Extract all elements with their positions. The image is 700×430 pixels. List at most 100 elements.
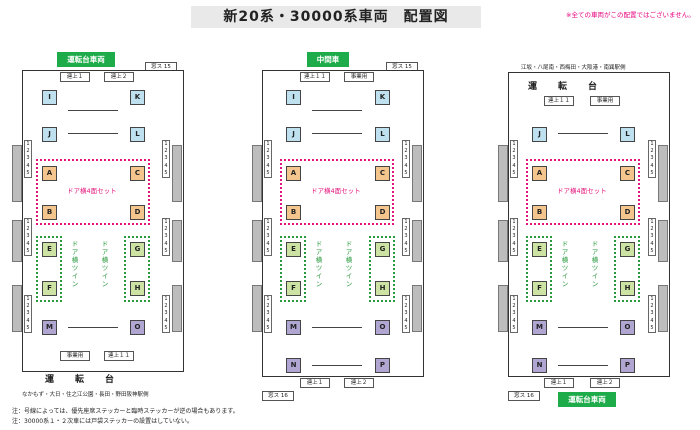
side-panel-E bbox=[172, 220, 182, 262]
renjo-2: 連上２ bbox=[104, 72, 134, 82]
renjo-1: 連上１ bbox=[300, 378, 330, 388]
aisle-line bbox=[68, 110, 118, 111]
seat-A: A bbox=[286, 166, 301, 181]
seat-L: L bbox=[620, 127, 635, 142]
footnote-2: 注：30000系１・２次車には戸袋ステッカーの設置はしていない。 bbox=[12, 418, 193, 425]
renjo-2: 連上２ bbox=[344, 378, 374, 388]
seat-F: F bbox=[532, 281, 547, 296]
page-title: 新20系・30000系車両 配置図 bbox=[191, 6, 481, 28]
side-panel-D bbox=[172, 145, 182, 202]
aisle-line bbox=[558, 133, 608, 134]
seat-F: F bbox=[42, 281, 57, 296]
seat-K: K bbox=[375, 90, 390, 105]
aisle-line bbox=[558, 327, 608, 328]
door-set-label: ドア横4面セット bbox=[557, 187, 607, 195]
twin-highlight-right bbox=[614, 236, 640, 302]
car-label-driver-left: 運転台車両 bbox=[57, 52, 115, 67]
seat-B: B bbox=[42, 205, 57, 220]
aisle-line bbox=[312, 365, 362, 366]
twin-label-a: ドア横ツイン bbox=[71, 240, 79, 288]
direction-left: なかもず・大日・住之江公園・長田・野田阪神駅側 bbox=[22, 392, 149, 398]
seat-N: N bbox=[532, 358, 547, 373]
seat-P: P bbox=[620, 358, 635, 373]
aisle-line bbox=[312, 133, 362, 134]
side-panel bbox=[252, 220, 262, 262]
seat-D: D bbox=[375, 205, 390, 220]
side-panel bbox=[412, 220, 422, 262]
top-note: ※全ての車両がこの配置ではございません。 bbox=[566, 11, 695, 19]
seat-H: H bbox=[130, 281, 145, 296]
seat-M: M bbox=[42, 320, 57, 335]
side-panel-B bbox=[12, 220, 22, 262]
side-panel-C bbox=[12, 285, 22, 332]
side-panel bbox=[498, 145, 508, 202]
twin-label-a: ドア横ツイン bbox=[315, 240, 323, 288]
side-panel bbox=[498, 220, 508, 262]
side-panel bbox=[252, 285, 262, 332]
aisle-line bbox=[312, 327, 362, 328]
aisle-line bbox=[68, 133, 118, 134]
twin-label-b: ドア横ツイン bbox=[345, 240, 353, 288]
seat-D: D bbox=[620, 205, 635, 220]
side-panel-A bbox=[12, 145, 22, 202]
seat-C: C bbox=[620, 166, 635, 181]
side-panel bbox=[658, 220, 668, 262]
seat-N: N bbox=[286, 358, 301, 373]
renjo-11: 連上１１ bbox=[104, 351, 134, 361]
seat-G: G bbox=[375, 242, 390, 257]
door-set-label: ドア横4面セット bbox=[311, 187, 361, 195]
seat-K: K bbox=[130, 90, 145, 105]
direction-right: 江坂・八尾南・西梅田・大阪港・南巽駅側 bbox=[521, 65, 626, 71]
seat-L: L bbox=[375, 127, 390, 142]
mado-box-16: 窓ス 16 bbox=[262, 391, 294, 401]
side-panel bbox=[658, 145, 668, 202]
twin-label-a: ドア横ツイン bbox=[561, 240, 569, 288]
seat-C: C bbox=[375, 166, 390, 181]
door-set-highlight bbox=[280, 159, 394, 225]
driver-seat-label: 運 転 台 bbox=[528, 82, 604, 92]
seat-D: D bbox=[130, 205, 145, 220]
door-set-highlight bbox=[526, 159, 640, 225]
seat-I: I bbox=[42, 90, 57, 105]
aisle-line bbox=[68, 327, 118, 328]
seat-G: G bbox=[130, 242, 145, 257]
seat-O: O bbox=[130, 320, 145, 335]
side-panel-F bbox=[172, 285, 182, 332]
seat-H: H bbox=[620, 281, 635, 296]
renjo-1: 連上１ bbox=[544, 378, 574, 388]
seat-I: I bbox=[286, 90, 301, 105]
side-panel bbox=[498, 285, 508, 332]
twin-highlight-right bbox=[124, 236, 150, 302]
seat-B: B bbox=[532, 205, 547, 220]
seat-A: A bbox=[42, 166, 57, 181]
seat-A: A bbox=[532, 166, 547, 181]
jimu-box: 事業用 bbox=[590, 96, 620, 106]
twin-highlight-right bbox=[369, 236, 395, 302]
renjo-2: 連上２ bbox=[590, 378, 620, 388]
twin-highlight-left bbox=[36, 236, 62, 302]
renjo-1: 連上１ bbox=[60, 72, 90, 82]
seat-J: J bbox=[42, 127, 57, 142]
seat-E: E bbox=[286, 242, 301, 257]
door-set-label: ドア横4面セット bbox=[67, 187, 117, 195]
footnote-1: 注：号線によっては、優先座席ステッカーと臨時ステッカーが逆の場合もあります。 bbox=[12, 408, 239, 415]
aisle-line bbox=[558, 365, 608, 366]
twin-label-b: ドア横ツイン bbox=[101, 240, 109, 288]
aisle-line bbox=[312, 110, 362, 111]
seat-F: F bbox=[286, 281, 301, 296]
twin-highlight-left bbox=[280, 236, 306, 302]
seat-P: P bbox=[375, 358, 390, 373]
